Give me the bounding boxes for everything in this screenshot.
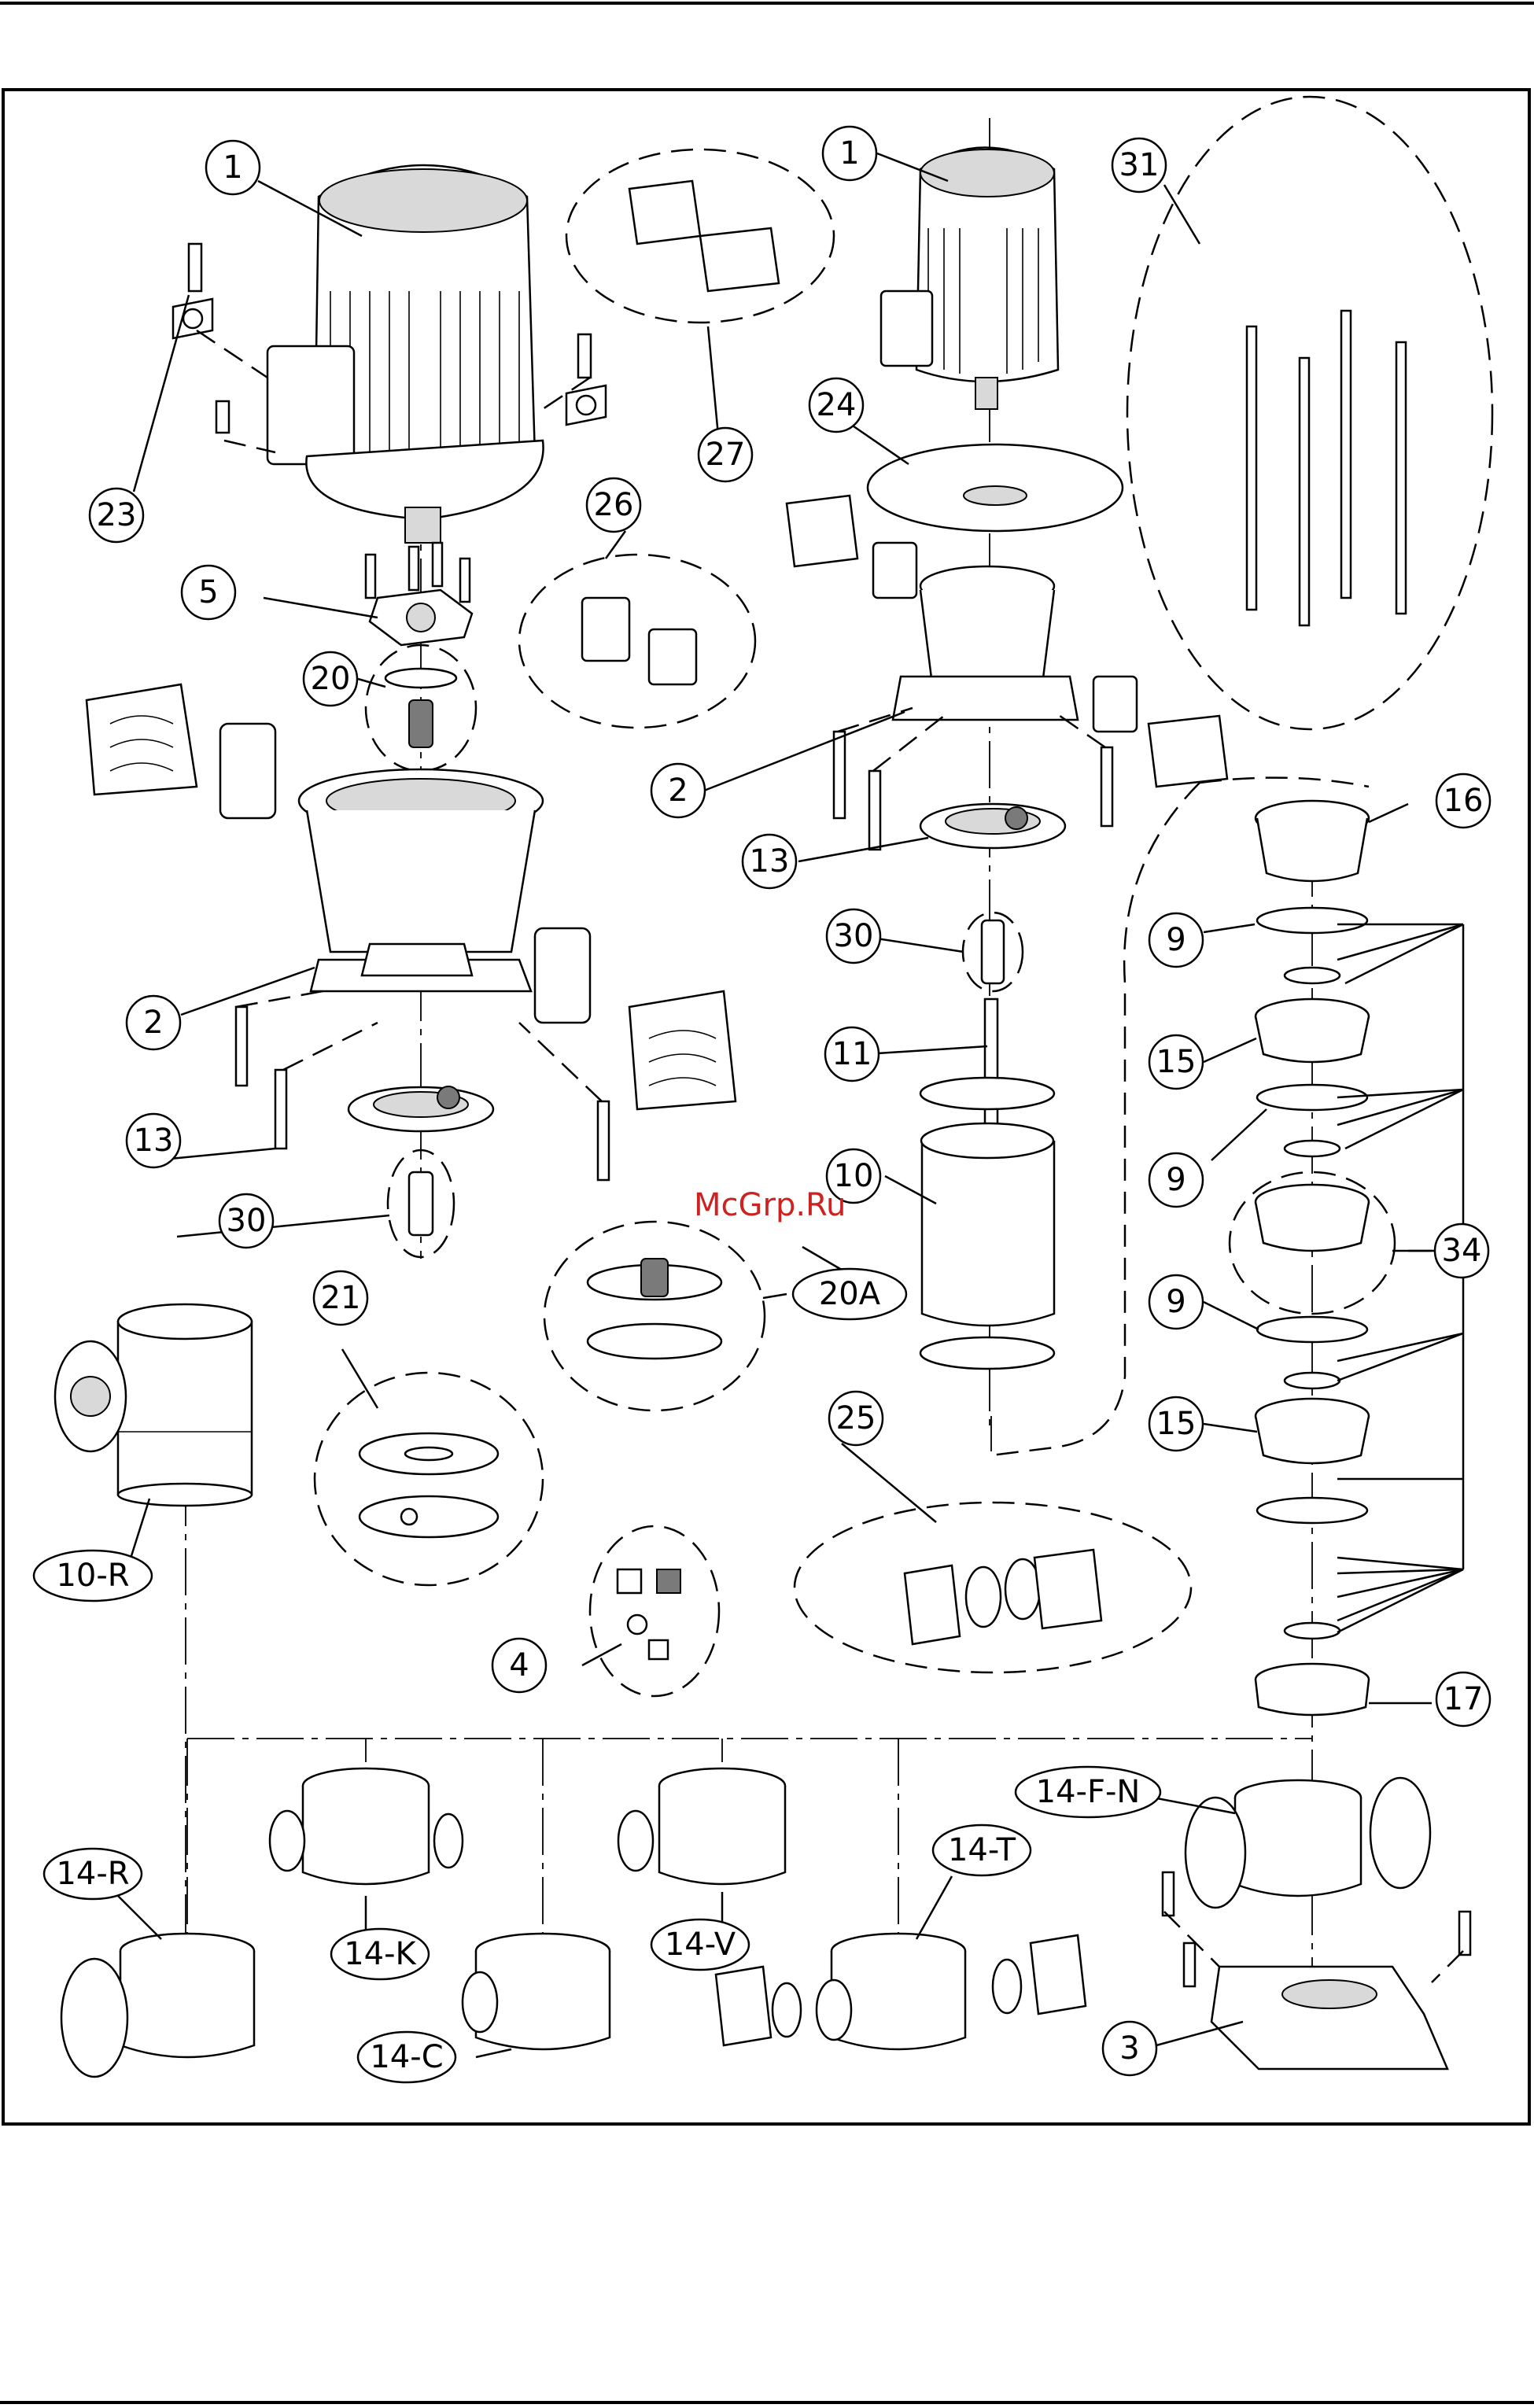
group-20A [544, 1222, 765, 1411]
svg-text:1: 1 [839, 135, 859, 171]
callout-14V: 14-V [651, 1919, 749, 1970]
cover-left-13 [348, 1086, 493, 1131]
body-14T [716, 1934, 1086, 2049]
motor-right [881, 148, 1058, 410]
callout-15-b: 15 [1149, 1397, 1203, 1451]
group-4 [590, 1526, 719, 1696]
svg-text:21: 21 [321, 1280, 361, 1316]
callout-13-left: 13 [127, 1114, 180, 1167]
svg-text:15: 15 [1156, 1406, 1197, 1442]
callout-14T: 14-T [933, 1825, 1031, 1875]
svg-text:5: 5 [198, 574, 218, 610]
svg-text:14-T: 14-T [948, 1832, 1016, 1868]
callout-17: 17 [1436, 1672, 1490, 1726]
callout-20A: 20A [793, 1269, 906, 1319]
svg-text:9: 9 [1166, 922, 1186, 958]
lantern-right-2 [787, 496, 1227, 850]
svg-text:20A: 20A [819, 1276, 881, 1312]
body-14R [61, 1934, 254, 2077]
svg-text:2: 2 [143, 1005, 163, 1041]
svg-text:31: 31 [1119, 147, 1160, 183]
callout-13-right: 13 [743, 835, 796, 888]
svg-text:4: 4 [509, 1647, 529, 1683]
callout-1-left: 1 [206, 141, 260, 194]
svg-text:13: 13 [134, 1123, 174, 1159]
callout-26: 26 [587, 478, 640, 532]
callout-4: 4 [492, 1639, 546, 1692]
svg-text:13: 13 [750, 843, 790, 879]
sleeve-10R [55, 1304, 252, 1506]
svg-text:10-R: 10-R [56, 1558, 129, 1594]
svg-text:15: 15 [1156, 1044, 1197, 1080]
svg-text:14-K: 14-K [344, 1936, 417, 1972]
callout-21: 21 [314, 1271, 367, 1325]
svg-text:2: 2 [668, 773, 688, 809]
svg-text:23: 23 [97, 497, 137, 533]
tie-rods-31 [1127, 97, 1492, 729]
callout-14R: 14-R [44, 1849, 142, 1899]
callout-15-a: 15 [1149, 1035, 1203, 1089]
callout-5: 5 [182, 566, 235, 619]
svg-text:26: 26 [594, 487, 634, 523]
svg-text:3: 3 [1119, 2030, 1139, 2067]
svg-text:30: 30 [227, 1203, 267, 1239]
svg-text:14-V: 14-V [665, 1927, 736, 1963]
watermark-text: McGrp.Ru [694, 1187, 846, 1223]
svg-text:27: 27 [706, 437, 746, 473]
group-26 [519, 555, 755, 728]
seal-right-30 [963, 913, 1023, 991]
callout-16: 16 [1436, 774, 1490, 828]
svg-text:25: 25 [836, 1400, 876, 1436]
callout-9-a: 9 [1149, 913, 1203, 967]
callout-10R: 10-R [34, 1551, 152, 1601]
motor-left [267, 165, 544, 543]
svg-text:14-C: 14-C [370, 2039, 443, 2075]
callout-30-right: 30 [827, 909, 880, 963]
svg-text:16: 16 [1444, 783, 1484, 819]
group-27 [566, 149, 834, 323]
callout-23: 23 [90, 489, 143, 542]
svg-text:14-R: 14-R [56, 1856, 129, 1892]
callout-25: 25 [829, 1392, 883, 1445]
callout-2-left: 2 [127, 996, 180, 1049]
callout-9-b: 9 [1149, 1153, 1203, 1207]
callout-11: 11 [825, 1027, 879, 1081]
svg-text:34: 34 [1442, 1233, 1482, 1269]
callout-34: 34 [1435, 1224, 1488, 1278]
callout-24: 24 [809, 378, 863, 432]
svg-text:24: 24 [817, 387, 857, 423]
svg-text:20: 20 [311, 661, 351, 697]
body-14K [270, 1768, 463, 1884]
body-14FN [1186, 1778, 1430, 1908]
callout-2-right: 2 [651, 764, 705, 817]
callout-3: 3 [1103, 2022, 1156, 2075]
svg-text:30: 30 [834, 918, 874, 954]
callout-9-c: 9 [1149, 1275, 1203, 1329]
callout-1-right: 1 [823, 127, 876, 180]
coupling-5 [366, 543, 472, 645]
svg-text:1: 1 [223, 149, 242, 186]
group-25 [795, 1503, 1191, 1672]
callout-14C: 14-C [358, 2032, 455, 2082]
callout-27: 27 [699, 428, 752, 481]
svg-text:17: 17 [1444, 1681, 1484, 1717]
callout-20: 20 [304, 652, 357, 706]
plate-24 [868, 444, 1123, 531]
body-14C [463, 1934, 610, 2049]
callout-14K: 14-K [331, 1929, 429, 1979]
callout-30-left: 30 [219, 1194, 273, 1248]
svg-text:14-F-N: 14-F-N [1036, 1774, 1141, 1810]
group-21 [315, 1373, 543, 1585]
body-14V [618, 1768, 785, 1884]
svg-text:9: 9 [1166, 1162, 1186, 1198]
svg-text:9: 9 [1166, 1284, 1186, 1320]
callout-31: 31 [1112, 138, 1166, 192]
cover-right-13 [920, 804, 1065, 848]
svg-text:11: 11 [832, 1036, 872, 1072]
callout-14FN: 14-F-N [1016, 1767, 1160, 1817]
